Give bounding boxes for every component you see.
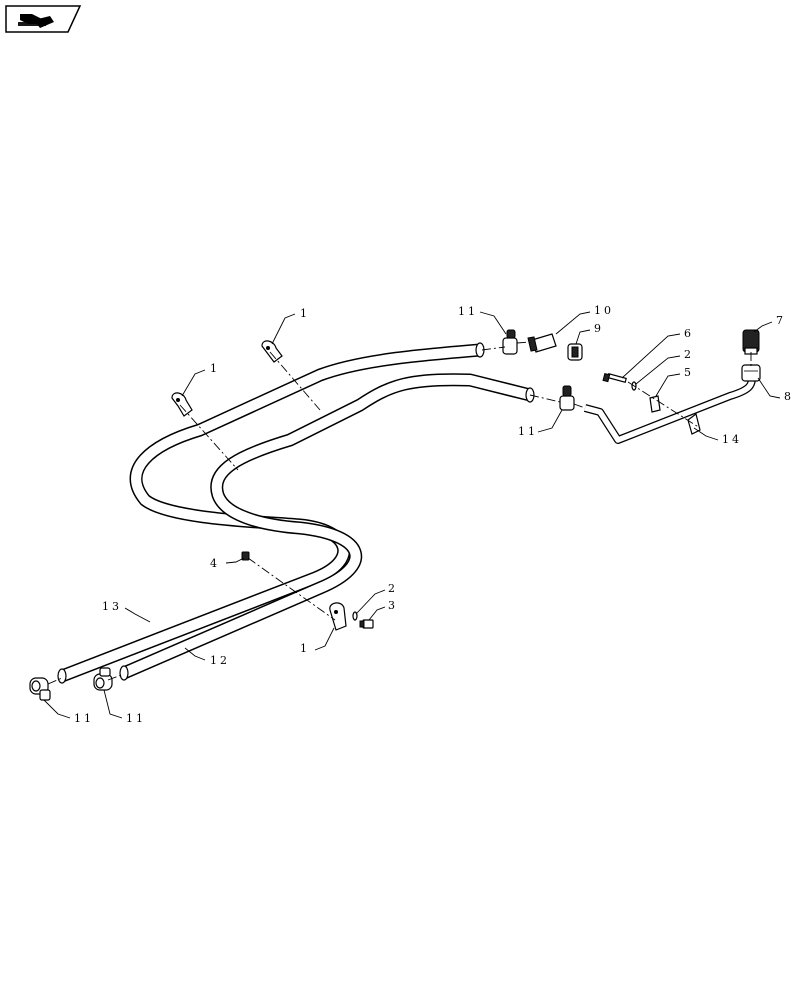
callout-1-left: 1 [210, 362, 220, 375]
clamp-1-left [171, 392, 193, 417]
cap-7 [742, 329, 760, 355]
bolt-3 [359, 619, 374, 629]
centerlines [47, 341, 752, 685]
callout-3: 3 [388, 599, 398, 612]
callout-2-upper: 2 [684, 348, 694, 361]
fitting-8 [741, 364, 761, 382]
leader-lines [43, 311, 781, 719]
callout-2-lower: 2 [388, 582, 398, 595]
callout-13: 13 [102, 600, 122, 613]
callout-7: 7 [776, 314, 786, 327]
callout-12: 12 [210, 654, 230, 667]
callout-11-bottom-right: 11 [126, 712, 146, 725]
callout-11-top: 11 [458, 305, 478, 318]
callout-1-bottom: 1 [300, 642, 310, 655]
elbow-fitting-11-bottom-right [93, 667, 113, 691]
elbow-fitting-11-middle [559, 385, 575, 411]
callout-4: 4 [210, 557, 220, 570]
navigation-arrow-icon[interactable] [5, 5, 82, 33]
callout-9: 9 [594, 322, 604, 335]
callout-5: 5 [684, 366, 694, 379]
callout-10: 10 [594, 304, 614, 317]
nut-9 [567, 343, 583, 361]
bolt-6 [602, 372, 627, 383]
clamp-1-bottom [329, 602, 347, 631]
callout-14: 14 [722, 433, 742, 446]
clamp-1-top [261, 340, 283, 363]
elbow-fitting-11-bottom-left [29, 677, 51, 701]
tube-14 [583, 377, 756, 444]
hose-13 [57, 342, 485, 684]
clamp-5 [649, 395, 661, 413]
callout-6: 6 [684, 327, 694, 340]
elbow-fitting-11-top [502, 329, 518, 355]
callout-11-middle: 11 [518, 425, 538, 438]
adapter-10 [527, 333, 557, 353]
callout-8: 8 [784, 390, 794, 403]
callout-11-bottom-left: 11 [74, 712, 94, 725]
callout-1-top: 1 [300, 307, 310, 320]
clamp-tube-14 [687, 412, 701, 435]
